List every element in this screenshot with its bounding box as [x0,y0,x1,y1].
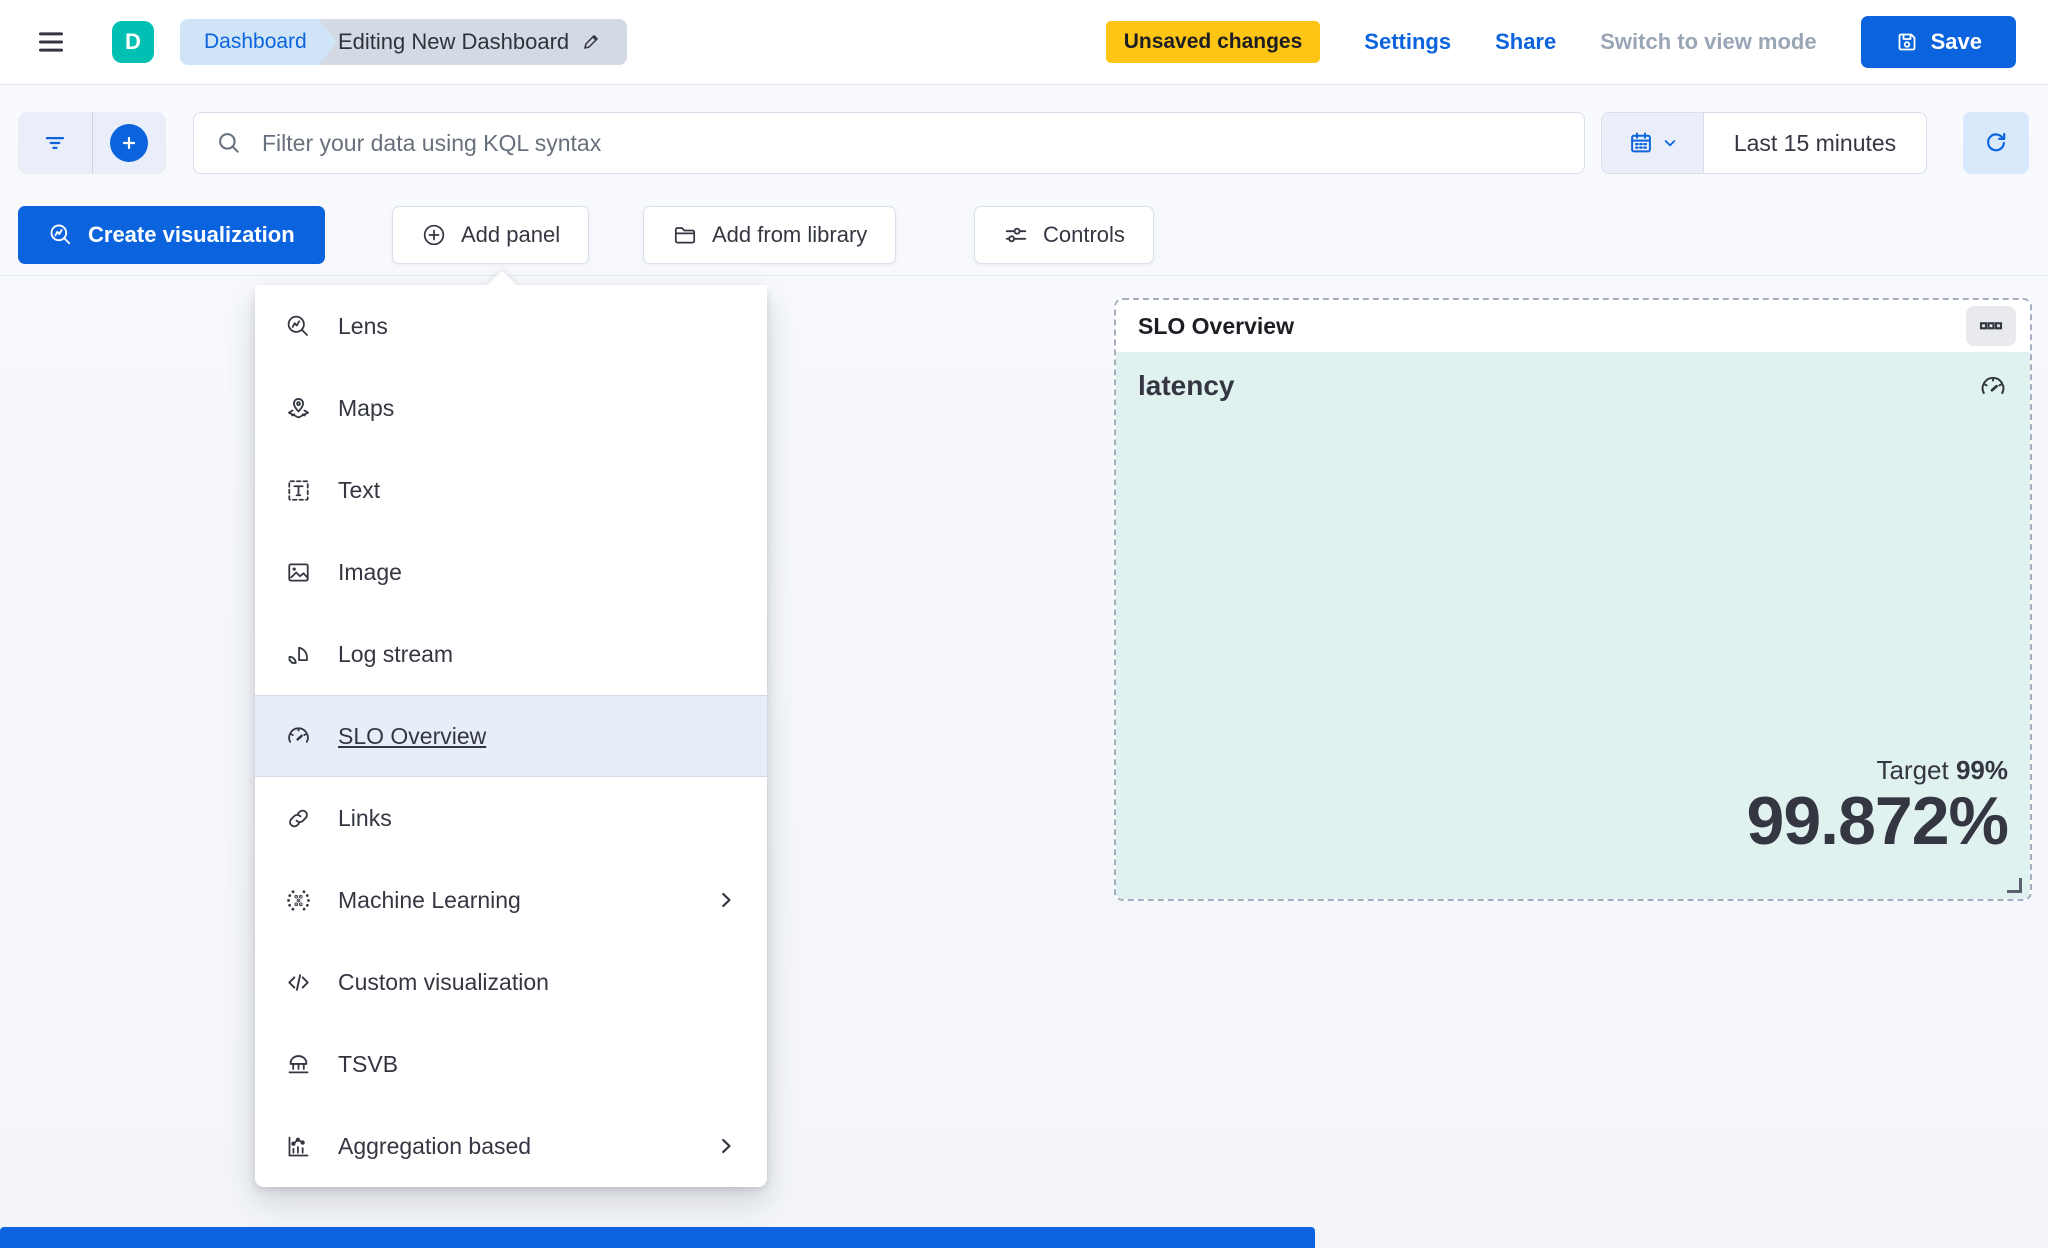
kql-search-input[interactable] [262,129,1562,157]
gauge-icon [1981,376,2005,394]
menu-item-label: SLO Overview [338,722,487,749]
machine-learning-icon [287,889,310,911]
slo-overview-panel: SLO Overview latency Target 99% 99.872% [1114,298,2032,901]
menu-item-label: Aggregation based [338,1132,532,1159]
panel-title: SLO Overview [1138,312,1294,339]
filter-button-group [18,112,166,174]
menu-item-log-stream[interactable]: Log stream [255,613,767,695]
menu-item-label: Image [338,558,402,585]
menu-hamburger-icon[interactable] [34,28,68,56]
panel-drag-header[interactable]: SLO Overview [1116,300,2030,352]
plus-in-circle-icon [423,224,445,246]
calendar-icon [1630,132,1651,153]
switch-to-view-mode-link[interactable]: Switch to view mode [1600,29,1817,54]
date-quick-select-button[interactable] [1602,113,1704,173]
text-icon [288,479,309,501]
menu-item-label: Text [338,476,381,503]
save-button-label: Save [1930,29,1982,54]
unsaved-changes-badge: Unsaved changes [1105,21,1321,63]
menu-item-label: Custom visualization [338,968,549,995]
add-panel-menu: Lens Maps Text Image Log stream SLO Over… [255,270,767,1187]
maps-icon [288,397,309,418]
controls-button[interactable]: Controls [974,206,1154,264]
bottom-panel-top-edge[interactable] [0,1227,1315,1248]
menu-item-lens[interactable]: Lens [255,285,767,367]
menu-item-label: Links [338,804,392,831]
chevron-right-icon [722,1138,731,1154]
filter-menu-button[interactable] [18,112,92,174]
create-visualization-label: Create visualization [88,222,295,247]
folder-icon [674,227,696,244]
search-icon [219,133,239,153]
header-actions: Unsaved changes Settings Share Switch to… [1105,16,2016,68]
date-picker: Last 15 minutes [1601,112,1927,174]
dashboard-toolbar: Create visualization Add panel Add from … [0,196,2048,276]
gauge-icon [288,727,309,743]
link-icon [289,809,308,827]
add-panel-label: Add panel [461,222,561,247]
menu-item-label: Machine Learning [338,886,521,913]
query-bar: Last 15 minutes [0,85,2048,196]
edit-pencil-icon [584,34,599,49]
aggregation-icon [288,1136,309,1156]
menu-item-tsvb[interactable]: TSVB [255,1023,767,1105]
breadcrumb-dashboard[interactable]: Dashboard [180,19,337,65]
panel-options-button[interactable] [1966,306,2016,346]
breadcrumb: Editing New Dashboard Dashboard [180,19,628,65]
save-button[interactable]: Save [1860,16,2016,68]
menu-item-label: Log stream [338,640,454,667]
add-from-library-button[interactable]: Add from library [643,206,897,264]
code-icon [288,973,309,991]
save-floppy-icon [1898,33,1916,51]
refresh-button[interactable] [1963,112,2029,174]
menu-item-maps[interactable]: Maps [255,367,767,449]
add-filter-plus-icon [110,124,149,162]
settings-link[interactable]: Settings [1364,29,1452,54]
share-link[interactable]: Share [1495,29,1557,54]
space-avatar[interactable]: D [112,21,154,63]
boxes-horizontal-icon [1979,322,2003,330]
menu-item-image[interactable]: Image [255,531,767,613]
chevron-down-icon [1664,140,1675,147]
add-filter-button[interactable] [91,112,167,174]
time-range-button[interactable]: Last 15 minutes [1704,113,1926,173]
chevron-right-icon [722,892,731,908]
breadcrumb-current-label: Editing New Dashboard [338,29,570,54]
add-panel-button[interactable]: Add panel [392,206,590,264]
slo-panel-body: latency Target 99% 99.872% [1116,352,2030,899]
log-stream-icon [288,646,308,664]
slo-values: Target 99% 99.872% [1746,754,2009,859]
time-range-label: Last 15 minutes [1733,129,1897,156]
tsvb-icon [288,1054,309,1073]
panel-resize-handle[interactable] [2007,878,2022,893]
slo-observed-value: 99.872% [1746,782,2009,859]
sliders-icon [1005,227,1027,243]
add-from-library-label: Add from library [712,222,868,247]
image-icon [288,563,309,581]
controls-label: Controls [1043,222,1125,247]
app-header: D Editing New Dashboard Dashboard Unsave… [0,0,2048,85]
create-visualization-button[interactable]: Create visualization [18,206,325,264]
slo-name: latency [1138,370,1235,401]
menu-item-label: Lens [338,312,388,339]
lens-icon [50,224,71,245]
lens-icon [287,315,308,336]
menu-item-slo-overview[interactable]: SLO Overview [255,695,767,777]
menu-item-label: TSVB [338,1050,399,1077]
refresh-icon [1987,132,2006,152]
filter-icon [45,137,64,149]
slo-target: Target 99% [1876,754,2008,785]
breadcrumb-dashboard-label: Dashboard [204,30,307,53]
menu-item-machine-learning[interactable]: Machine Learning [255,859,767,941]
menu-item-links[interactable]: Links [255,777,767,859]
slo-target-value: 99% [1955,754,2008,785]
menu-item-aggregation-based[interactable]: Aggregation based [255,1105,767,1187]
menu-item-label: Maps [338,394,395,421]
menu-item-custom-visualization[interactable]: Custom visualization [255,941,767,1023]
kql-search-bar [193,112,1585,174]
menu-item-text[interactable]: Text [255,449,767,531]
